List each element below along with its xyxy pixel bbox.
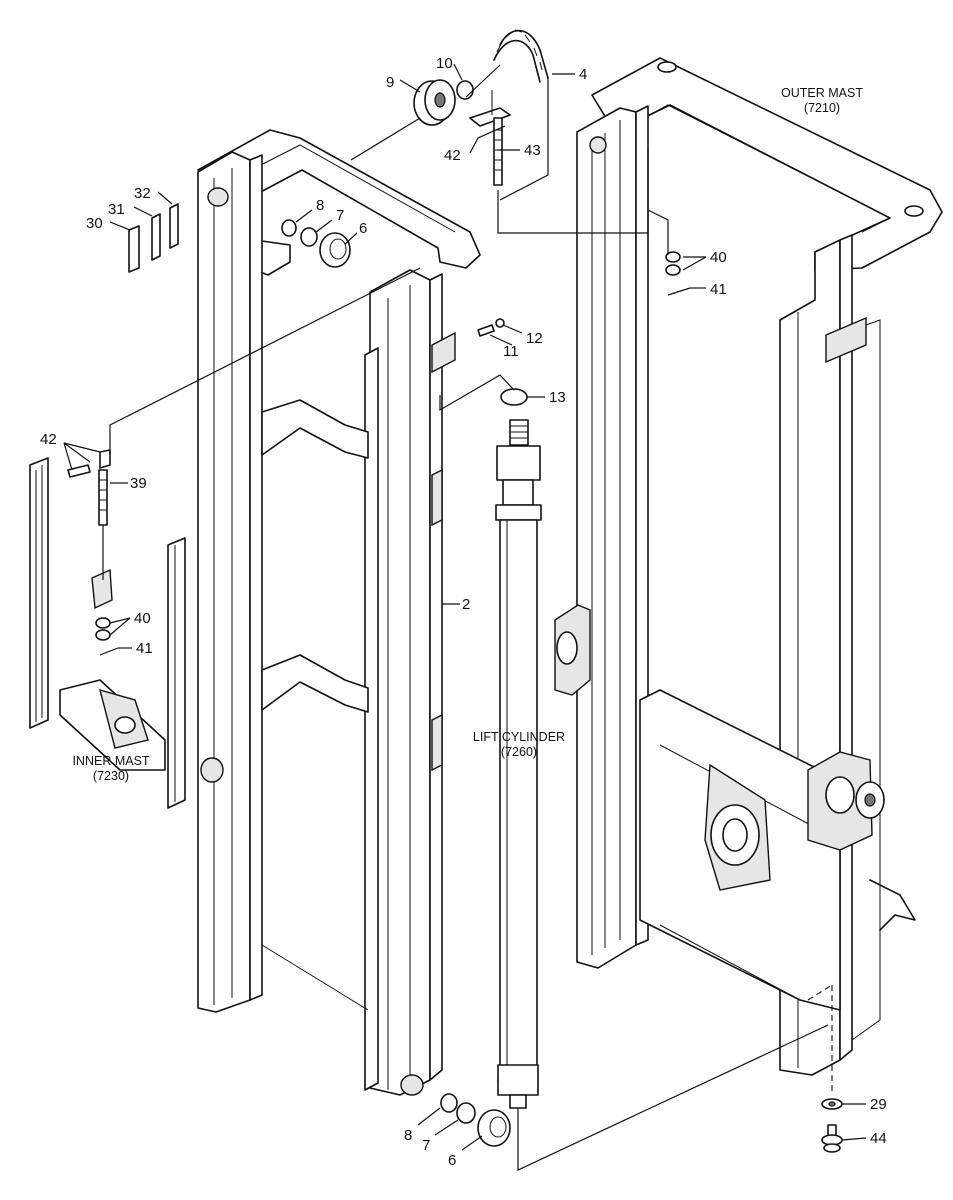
assembly-labels: OUTER MAST (7210) INNER MAST (7230) LIFT… xyxy=(72,86,863,783)
inner-mast xyxy=(197,129,481,1096)
part-number-6-bottom: 6 xyxy=(448,1152,456,1169)
part-number-8-bottom: 8 xyxy=(404,1127,412,1144)
part-numbers: 9 10 4 42 43 32 31 30 8 7 6 40 41 12 11 … xyxy=(40,55,887,1169)
lift-cylinder-label: LIFT CYLINDER xyxy=(473,730,565,744)
part-number-6-top: 6 xyxy=(359,220,367,237)
part-number-43: 43 xyxy=(524,142,541,159)
connection-lines xyxy=(63,63,867,1171)
part-number-41-right: 41 xyxy=(710,281,727,298)
part-number-10: 10 xyxy=(436,55,453,72)
part-number-40-right: 40 xyxy=(710,249,727,266)
part-number-4: 4 xyxy=(579,66,587,83)
lift-cylinder xyxy=(495,419,542,1109)
part-number-41-left: 41 xyxy=(136,640,153,657)
part-number-32: 32 xyxy=(134,185,151,202)
part-number-42-top: 42 xyxy=(444,147,461,164)
part-number-42-left: 42 xyxy=(40,431,57,448)
part-number-29: 29 xyxy=(870,1096,887,1113)
outer-mast-label: OUTER MAST xyxy=(781,86,863,100)
part-number-9: 9 xyxy=(386,74,394,91)
part-number-44: 44 xyxy=(870,1130,887,1147)
part-number-13: 13 xyxy=(549,389,566,406)
part-number-2: 2 xyxy=(462,596,470,613)
part-number-40-left: 40 xyxy=(134,610,151,627)
part-number-7-top: 7 xyxy=(336,207,344,224)
part-number-30: 30 xyxy=(86,215,103,232)
small-parts xyxy=(67,29,843,1153)
part-number-7-bottom: 7 xyxy=(422,1137,430,1154)
outer-mast xyxy=(554,57,943,1076)
outer-mast-code: (7210) xyxy=(804,101,840,115)
part-number-8-top: 8 xyxy=(316,197,324,214)
part-number-11: 11 xyxy=(503,343,519,360)
inner-mast-code: (7230) xyxy=(93,769,129,783)
part-number-39: 39 xyxy=(130,475,147,492)
part-number-31: 31 xyxy=(108,201,125,218)
lift-cylinder-code: (7260) xyxy=(501,745,537,759)
inner-mast-label: INNER MAST xyxy=(72,754,149,768)
part-number-12: 12 xyxy=(526,330,543,347)
inner-mast-partial-left xyxy=(29,457,186,809)
